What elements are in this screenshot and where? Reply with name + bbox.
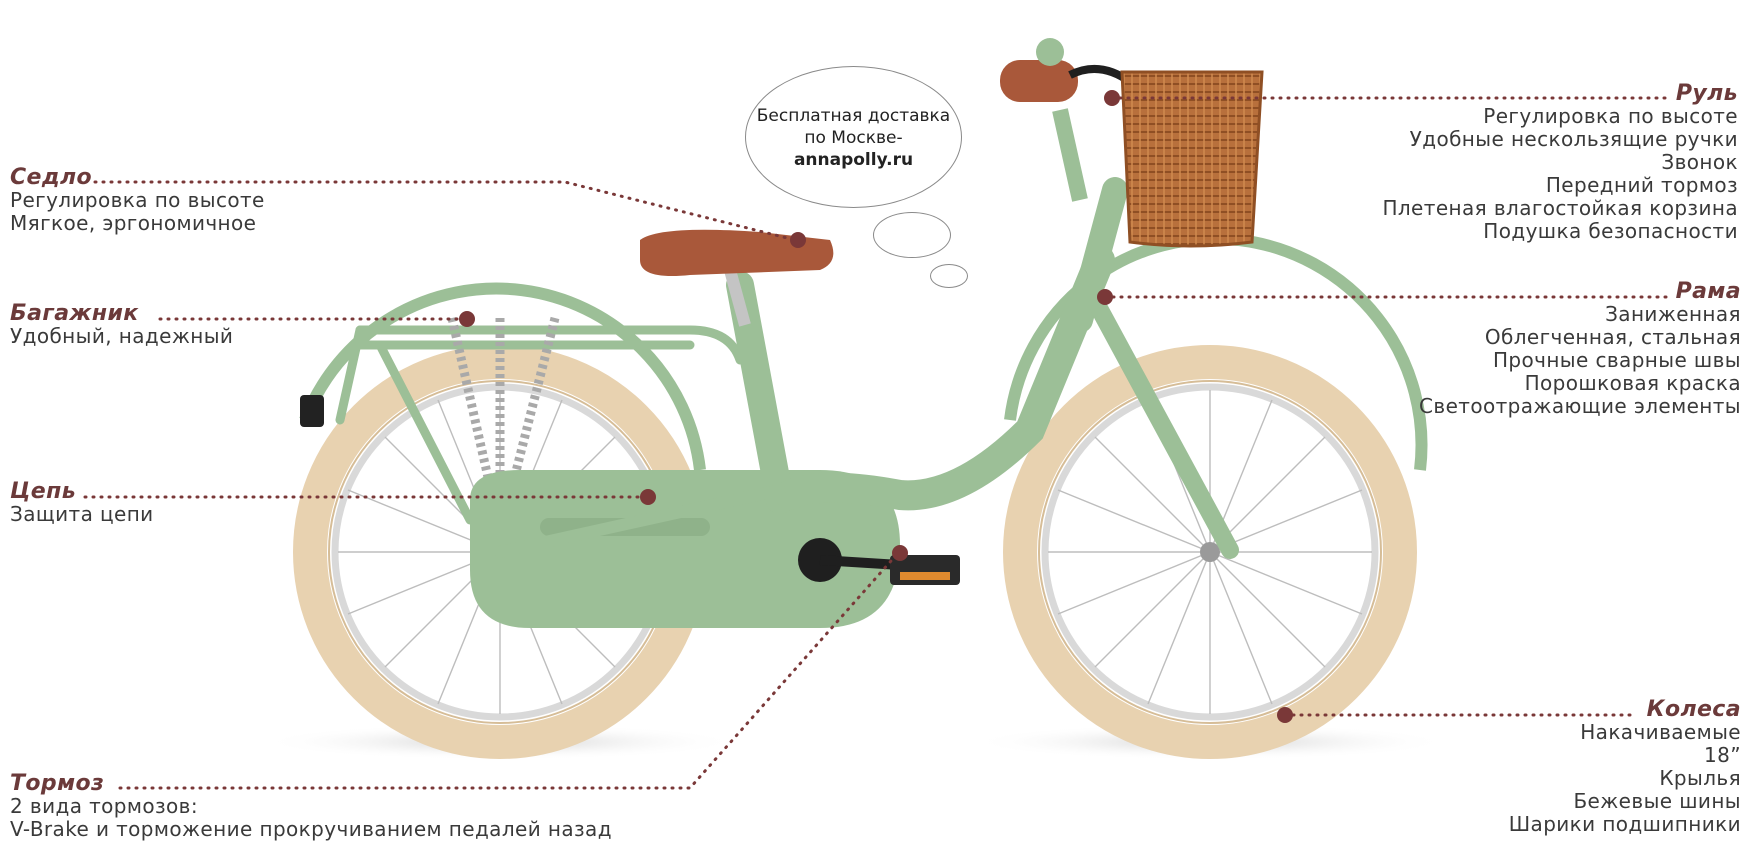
rack-callout: Багажник Удобный, надежный <box>10 302 233 348</box>
bell <box>1036 38 1064 66</box>
dot-saddle <box>790 232 806 248</box>
pedal-reflector <box>900 572 950 580</box>
wheels-item: Крылья <box>1659 766 1741 790</box>
brake-item: 2 вида тормозов: <box>10 794 199 818</box>
bubble-line-2: по Москве- <box>804 128 903 148</box>
frame-title: Рама <box>1675 279 1741 304</box>
dot-chain <box>640 489 656 505</box>
brake-title: Тормоз <box>10 771 105 796</box>
saddle-item: Регулировка по высоте <box>10 188 265 212</box>
saddle <box>640 229 834 276</box>
frame-item: Заниженная <box>1605 302 1741 326</box>
front-wheel <box>1003 345 1417 759</box>
callout-dots <box>459 90 1293 723</box>
saddle-callout: Седло Регулировка по высоте Мягкое, эрго… <box>10 166 265 235</box>
frame-callout: Рама Заниженная Облегченная, стальная Пр… <box>1419 280 1741 418</box>
bubble-site: annapolly.ru <box>793 150 914 170</box>
delivery-bubble: Бесплатная доставка по Москве- annapolly… <box>745 66 962 208</box>
dot-rack <box>459 311 475 327</box>
saddle-item: Мягкое, эргономичное <box>10 211 257 235</box>
dot-brake <box>892 545 908 561</box>
bubble-puff-small <box>930 264 968 288</box>
wheels-item: Бежевые шины <box>1573 789 1741 813</box>
dot-wheels <box>1277 707 1293 723</box>
bubble-line-1: Бесплатная доставка <box>756 106 951 126</box>
frame-item: Прочные сварные швы <box>1492 348 1741 372</box>
rear-reflector <box>300 395 324 427</box>
wicker-basket <box>1120 70 1264 248</box>
brake-item: V-Brake и торможение прокручиванием педа… <box>10 817 612 841</box>
chain-callout: Цепь Защита цепи <box>10 480 154 526</box>
dot-frame <box>1097 289 1113 305</box>
handlebar-item: Передний тормоз <box>1545 173 1738 197</box>
rear-rack <box>335 325 745 525</box>
rear-fender <box>299 282 706 471</box>
wheels-item: Шарики подшипники <box>1508 812 1741 836</box>
dot-handlebar <box>1104 90 1120 106</box>
rack-item: Удобный, надежный <box>10 324 234 348</box>
saddle-title: Седло <box>10 165 93 190</box>
wheels-callout: Колеса Накачиваемые 18” Крылья Бежевые ш… <box>1509 698 1741 836</box>
handlebar-callout: Руль Регулировка по высоте Удобные неско… <box>1382 82 1738 243</box>
frame-item: Облегченная, стальная <box>1484 325 1741 349</box>
wheels-title: Колеса <box>1646 697 1741 722</box>
handlebar-item: Звонок <box>1661 150 1738 174</box>
chain-item: Защита цепи <box>10 502 154 526</box>
frame-item: Порошковая краска <box>1524 371 1741 395</box>
seat-post <box>724 268 751 327</box>
crank-arm <box>819 555 901 570</box>
wheels-item: 18” <box>1703 743 1741 767</box>
rack-straps <box>447 316 560 497</box>
stem <box>1052 108 1088 202</box>
handlebar-item: Подушка безопасности <box>1483 219 1738 243</box>
chain-title: Цепь <box>10 479 77 504</box>
handlebar-item: Регулировка по высоте <box>1483 104 1738 128</box>
bubble-puff-large <box>873 212 951 258</box>
brake-callout: Тормоз 2 вида тормозов: V-Brake и тормож… <box>10 772 612 841</box>
handlebar-item: Удобные нескользящие ручки <box>1409 127 1738 151</box>
wheels-item: Накачиваемые <box>1580 720 1741 744</box>
rack-title: Багажник <box>10 301 139 326</box>
handlebar-item: Плетеная влагостойкая корзина <box>1382 196 1738 220</box>
handlebar-title: Руль <box>1675 81 1738 106</box>
handlebar-grip <box>1000 60 1078 102</box>
leader-lines <box>83 96 1674 790</box>
frame-item: Светоотражающие элементы <box>1419 394 1741 418</box>
